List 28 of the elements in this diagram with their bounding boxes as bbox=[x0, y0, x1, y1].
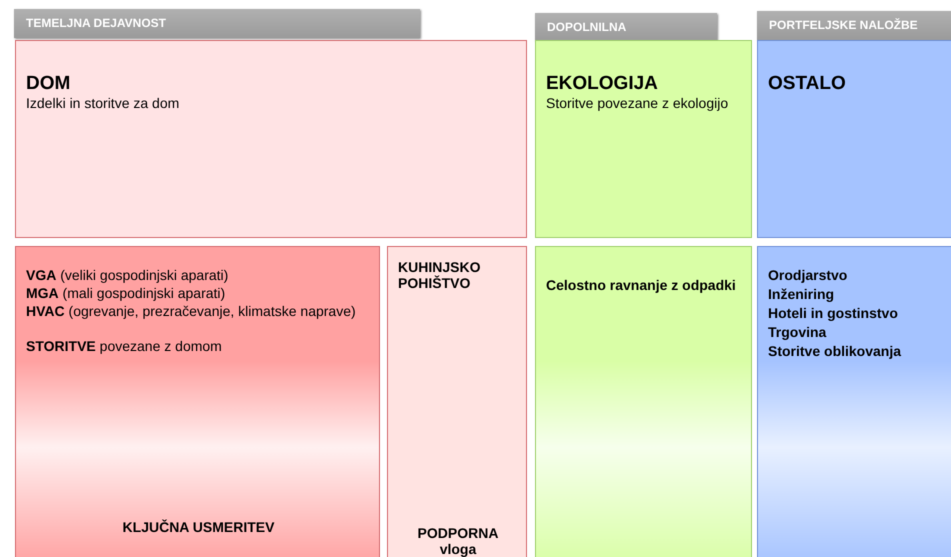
list-item: Orodjarstvo bbox=[768, 267, 848, 283]
category-title: DOM bbox=[26, 73, 72, 95]
category-title: OSTALO bbox=[768, 73, 847, 95]
section-tab: PORTFELJSKE NALOŽBE bbox=[757, 11, 951, 40]
support-panel bbox=[387, 246, 527, 557]
list-item: VGA (veliki gospodinjski aparati) bbox=[26, 267, 230, 284]
category-title: EKOLOGIJA bbox=[546, 73, 659, 95]
category-description: Izdelki in storitve za dom bbox=[26, 95, 180, 111]
category-panel bbox=[535, 40, 752, 238]
section-tab: DOPOLNILNA bbox=[535, 13, 717, 41]
category-description: Storitve povezane z ekologijo bbox=[546, 95, 730, 111]
list-item: STORITVE povezane z domom bbox=[26, 338, 223, 355]
activity-panel bbox=[535, 246, 752, 557]
section-tab: TEMELJNA DEJAVNOST bbox=[14, 9, 420, 38]
activity-panel bbox=[757, 246, 951, 557]
role-label: PODPORNA vloga bbox=[416, 525, 500, 557]
list-item: Inženiring bbox=[768, 286, 836, 302]
list-item: Trgovina bbox=[768, 324, 828, 340]
segment-title: KUHINJSKO POHIŠTVO bbox=[398, 259, 482, 291]
segment-title: Celostno ravnanje z odpadki bbox=[546, 277, 737, 293]
list-item: Hoteli in gostinstvo bbox=[768, 305, 899, 321]
list-item: HVAC (ogrevanje, prezračevanje, klimatske naprave) bbox=[26, 303, 357, 320]
focus-panel bbox=[15, 246, 380, 557]
role-label: KLJUČNA USMERITEV bbox=[122, 519, 276, 535]
category-panel bbox=[15, 40, 527, 238]
category-panel bbox=[757, 40, 951, 238]
list-item: MGA (mali gospodinjski aparati) bbox=[26, 285, 226, 302]
list-item: Storitve oblikovanja bbox=[768, 343, 902, 359]
